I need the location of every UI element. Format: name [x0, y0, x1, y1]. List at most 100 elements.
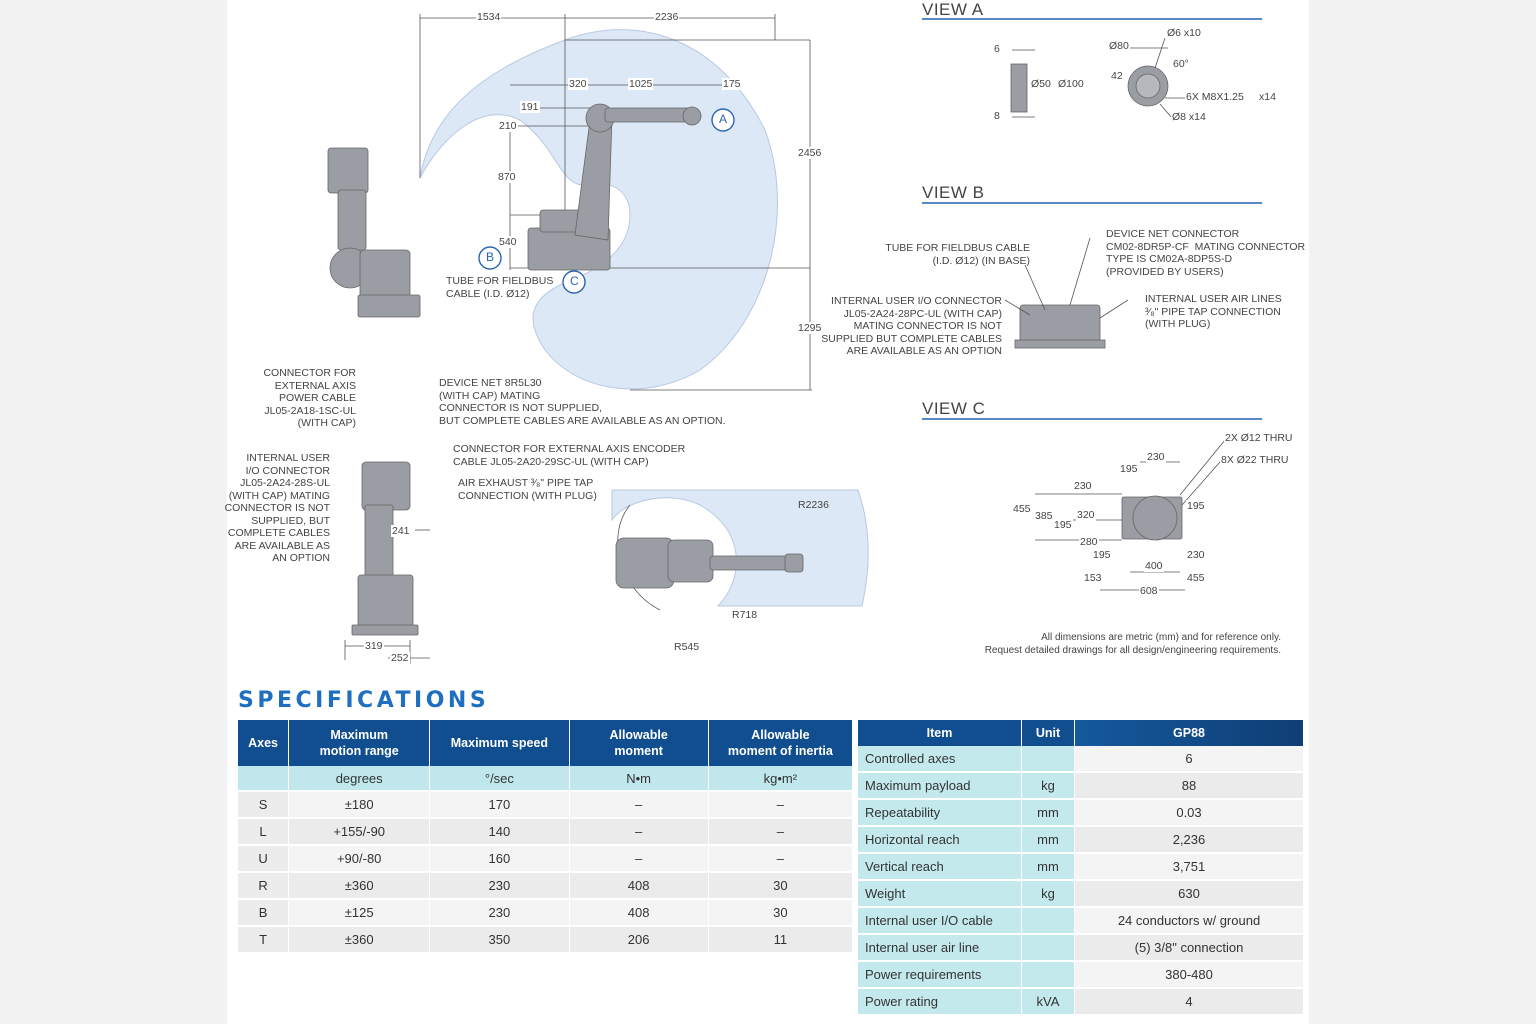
axes-table-units: degrees °/sec N•m kg•m² [238, 766, 853, 792]
col-moment-of-inertia: Allowable moment of inertia [708, 720, 853, 766]
dim-r2236: R2236 [798, 499, 829, 511]
table-cell: 230 [430, 873, 570, 900]
dim-319: 319 [364, 640, 384, 652]
view-c-title: VIEW C [922, 399, 986, 418]
dim-175: 175 [722, 78, 742, 90]
dim-252: 252 [390, 652, 410, 664]
dim-c-195b: 195 [1186, 500, 1206, 512]
fieldbus-tube-label: TUBE FOR FIELDBUS CABLE (I.D. Ø12) [446, 275, 554, 300]
item-cell: Controlled axes [858, 746, 1022, 773]
unit-cell: kg [1022, 773, 1075, 800]
dim-c-400: 400 [1144, 560, 1164, 572]
col-axes: Axes [238, 720, 290, 766]
table-cell: ±180 [289, 792, 431, 819]
devicenet-label: DEVICE NET 8R5L30 (WITH CAP) MATING CONN… [439, 377, 726, 427]
unit-cell [1022, 935, 1075, 962]
value-cell: 630 [1075, 881, 1304, 908]
axis-cell: T [238, 927, 290, 954]
col-unit: Unit [1022, 720, 1075, 746]
dim-c-o12: 2X Ø12 THRU [1224, 432, 1294, 444]
col-gp88: GP88 [1075, 720, 1304, 746]
item-cell: Repeatability [858, 800, 1022, 827]
unit-cell [238, 766, 290, 792]
table-cell: ±360 [289, 873, 431, 900]
table-cell: +155/-90 [289, 819, 431, 846]
marker-c: C [570, 274, 579, 288]
dim-2236: 2236 [654, 11, 680, 23]
marker-b: B [486, 250, 495, 264]
dim-a-8: 8 [993, 110, 1001, 122]
view-b-fieldbus-label: TUBE FOR FIELDBUS CABLE (I.D. Ø12) (IN B… [885, 242, 1030, 267]
item-cell: Vertical reach [858, 854, 1022, 881]
dim-c-455a: 455 [1012, 503, 1032, 515]
col-max-speed: Maximum speed [430, 720, 570, 766]
dim-a-6: 6 [993, 43, 1001, 55]
item-cell: Internal user air line [858, 935, 1022, 962]
dim-210: 210 [498, 120, 518, 132]
dim-241: 241 [391, 525, 411, 537]
unit-cell: N•m [569, 766, 709, 792]
axis-cell: R [238, 873, 290, 900]
table-cell: – [708, 819, 853, 846]
dim-c-385: 385 [1034, 510, 1054, 522]
dim-r545: R545 [673, 641, 701, 653]
table-cell: – [569, 819, 709, 846]
view-b-title: VIEW B [922, 183, 985, 202]
specifications-heading: SPECIFICATIONS [238, 688, 490, 713]
table-cell: 350 [430, 927, 570, 954]
dim-c-230a: 230 [1146, 451, 1166, 463]
dim-c-455b: 455 [1186, 572, 1206, 584]
value-cell: (5) 3/8" connection [1075, 935, 1304, 962]
view-a-title: VIEW A [922, 0, 984, 19]
view-a-rule [922, 18, 1262, 20]
unit-cell: °/sec [430, 766, 570, 792]
col-allowable-moment: Allowable moment [569, 720, 709, 766]
general-spec-table: Item Unit GP88 Controlled axes 6 Maximum … [858, 720, 1304, 1016]
table-cell: – [569, 792, 709, 819]
item-cell: Horizontal reach [858, 827, 1022, 854]
dim-a-o8: Ø8 x14 [1171, 111, 1207, 123]
dim-a-60deg: 60° [1172, 58, 1190, 70]
col-motion-range: Maximum motion range [289, 720, 431, 766]
dim-c-608: 608 [1139, 585, 1159, 597]
item-cell: Internal user I/O cable [858, 908, 1022, 935]
marker-a: A [719, 112, 728, 126]
air-exhaust-label: AIR EXHAUST ³⁄₈" PIPE TAP CONNECTION (WI… [458, 477, 597, 502]
table-cell: 206 [569, 927, 709, 954]
value-cell: 6 [1075, 746, 1304, 773]
col-item: Item [858, 720, 1022, 746]
axis-cell: L [238, 819, 290, 846]
table-cell: 170 [430, 792, 570, 819]
axis-cell: U [238, 846, 290, 873]
dimensions-footnote: All dimensions are metric (mm) and for r… [984, 632, 1281, 656]
table-cell: – [569, 846, 709, 873]
dim-1025: 1025 [628, 78, 654, 90]
dim-a-o50: Ø50 [1030, 78, 1052, 90]
dim-c-320: 320 [1076, 509, 1096, 521]
table-cell: – [708, 846, 853, 873]
table-cell: ±125 [289, 900, 431, 927]
value-cell: 2,236 [1075, 827, 1304, 854]
unit-cell: degrees [289, 766, 431, 792]
table-row: Internal user air line (5) 3/8" connectio… [858, 935, 1304, 962]
dim-540: 540 [498, 236, 518, 248]
table-cell: 408 [569, 873, 709, 900]
encoder-connector-label: CONNECTOR FOR EXTERNAL AXIS ENCODER CABL… [453, 443, 686, 468]
value-cell: 3,751 [1075, 854, 1304, 881]
table-cell: 140 [430, 819, 570, 846]
item-cell: Maximum payload [858, 773, 1022, 800]
table-cell: 11 [708, 927, 853, 954]
table-cell: 408 [569, 900, 709, 927]
axes-spec-table: Axes Maximum motion range Maximum speed … [238, 720, 853, 954]
item-cell: Power requirements [858, 962, 1022, 989]
